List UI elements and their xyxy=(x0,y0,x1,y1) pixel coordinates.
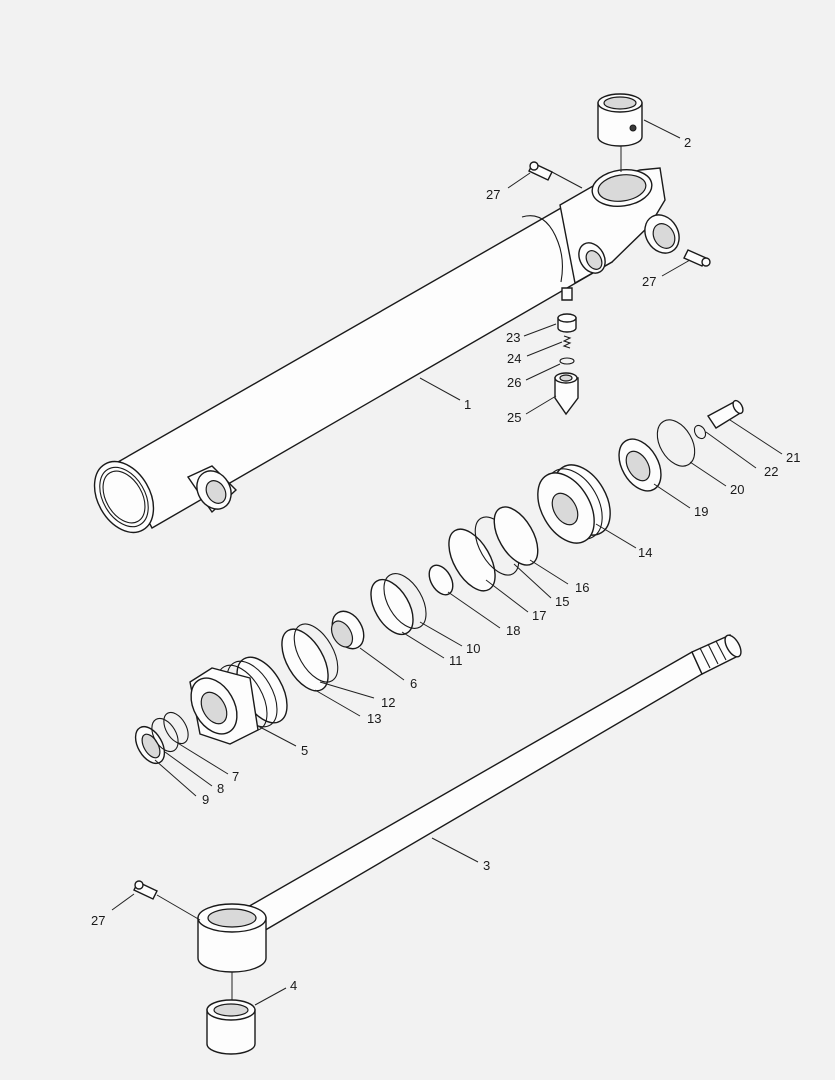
callout-12: 12 xyxy=(381,695,395,710)
callout-27-right: 27 xyxy=(642,274,656,289)
bushing-bottom xyxy=(206,999,256,1055)
callout-2: 2 xyxy=(684,135,691,150)
callout-7: 7 xyxy=(232,769,239,784)
washer xyxy=(693,424,707,440)
valve-cap xyxy=(557,313,577,333)
callout-5: 5 xyxy=(301,743,308,758)
cylinder-barrel xyxy=(93,167,680,534)
o-ring-large xyxy=(370,573,427,636)
bushing-top xyxy=(597,93,643,147)
callout-16: 16 xyxy=(575,580,589,595)
leader-lines xyxy=(111,119,783,1006)
callout-1: 1 xyxy=(464,397,471,412)
pin xyxy=(706,399,744,429)
callout-27-top: 27 xyxy=(486,187,500,202)
callout-20: 20 xyxy=(730,482,744,497)
valve-body xyxy=(554,372,579,416)
grease-fitting-top xyxy=(528,161,553,181)
valve-o-ring xyxy=(559,357,575,365)
valve-spring xyxy=(562,335,572,349)
callout-11: 11 xyxy=(449,653,463,668)
callout-labels: 1 2 3 4 5 6 7 8 9 10 11 12 13 14 15 16 1… xyxy=(91,135,800,993)
callout-13: 13 xyxy=(367,711,381,726)
retaining-ring xyxy=(281,623,339,692)
callout-17: 17 xyxy=(532,608,546,623)
callout-21: 21 xyxy=(786,450,800,465)
callout-26: 26 xyxy=(507,375,521,390)
callout-14: 14 xyxy=(638,545,652,560)
o-ring-small xyxy=(428,564,454,596)
wiper-seal xyxy=(134,725,166,765)
callout-8: 8 xyxy=(217,781,224,796)
callout-25: 25 xyxy=(507,410,521,425)
callout-10: 10 xyxy=(466,641,480,656)
backup-ring xyxy=(163,711,189,745)
callout-18: 18 xyxy=(506,623,520,638)
spacer xyxy=(330,610,365,650)
callout-3: 3 xyxy=(483,858,490,873)
gland-head xyxy=(189,656,288,745)
callout-4: 4 xyxy=(290,978,297,993)
callout-24: 24 xyxy=(507,351,521,366)
rod-seal xyxy=(151,717,179,753)
lock-nut xyxy=(618,438,662,492)
callout-9: 9 xyxy=(202,792,209,807)
callout-22: 22 xyxy=(764,464,778,479)
piston xyxy=(537,464,611,544)
grease-fitting-right xyxy=(683,249,711,267)
callout-15: 15 xyxy=(555,594,569,609)
callout-27-bottom: 27 xyxy=(91,913,105,928)
grease-fitting-bottom xyxy=(133,880,158,900)
piston-seals xyxy=(448,506,539,592)
callout-6: 6 xyxy=(410,676,417,691)
callout-19: 19 xyxy=(694,504,708,519)
piston-rod xyxy=(197,634,742,973)
callout-23: 23 xyxy=(506,330,520,345)
snap-ring xyxy=(656,419,696,467)
